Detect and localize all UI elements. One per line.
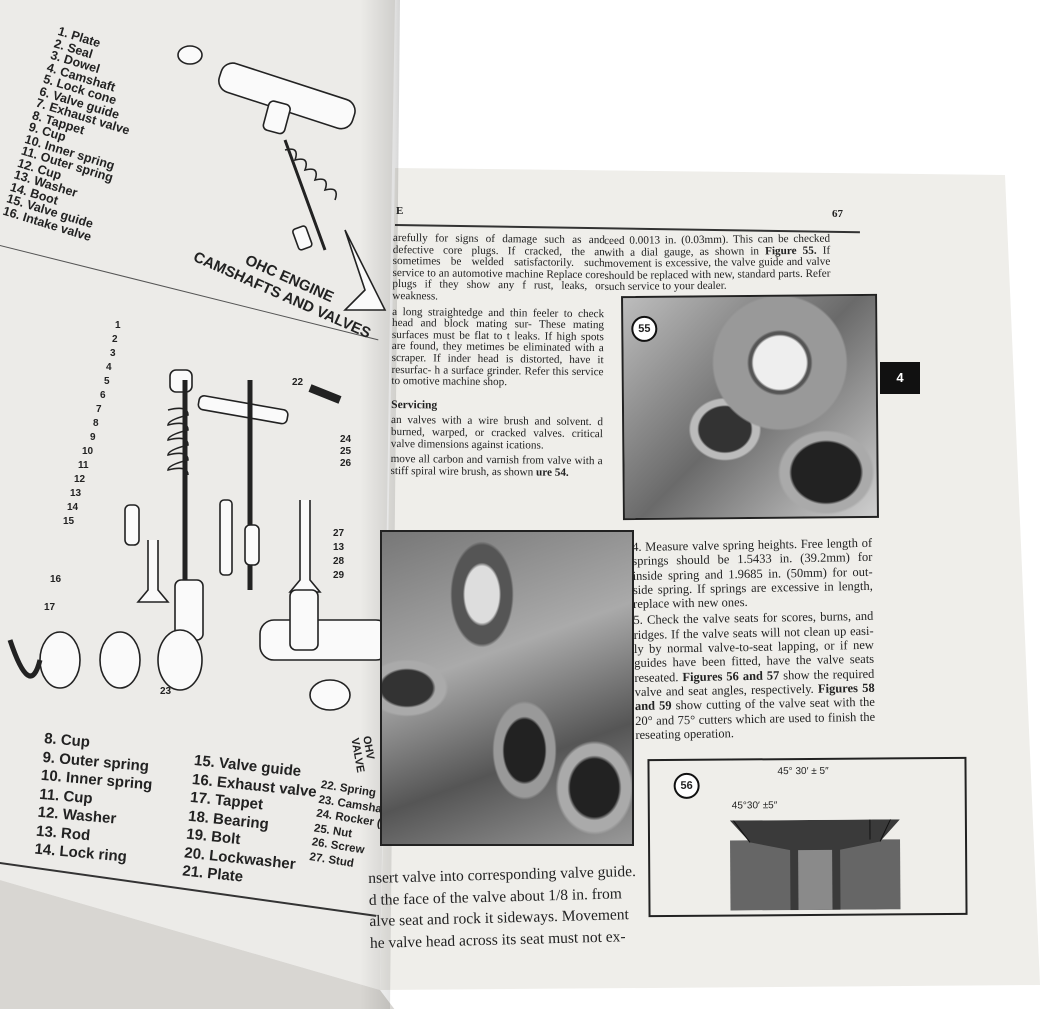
text-column-left: arefully for signs of damage such as and… [390, 232, 605, 479]
callout: 13 [70, 488, 82, 499]
figure-54-photo [380, 530, 634, 846]
callout: 13 [333, 542, 345, 553]
figure-56-diagram: 56 45° 30′ ± 5″ 45°30′ ±5″ [647, 756, 968, 918]
callout: 12 [74, 474, 86, 485]
callout: 1 [115, 320, 121, 331]
paragraph: an valves with a wire brush and solvent.… [390, 414, 604, 452]
text-column-right: ceed 0.0013 in. (0.03mm). This can be ch… [604, 233, 831, 294]
figure-number: 56 [673, 772, 700, 799]
figure-ref: ure 54. [535, 466, 569, 479]
callout: 23 [160, 686, 172, 697]
chapter-tab: 4 [880, 362, 920, 394]
callout: 10 [82, 446, 94, 457]
callout: 15 [63, 516, 75, 527]
callout: 26 [340, 458, 352, 469]
valve-seat-drawing [729, 819, 901, 911]
callout: 16 [50, 574, 62, 585]
callout: 24 [340, 434, 352, 445]
callout: 14 [67, 502, 79, 513]
callout: 5 [104, 376, 110, 387]
angle-label: 45°30′ ±5″ [731, 800, 778, 812]
steps-text: 4. Measure valve spring heights. Free le… [632, 536, 875, 742]
callout: 29 [333, 570, 345, 581]
callout: 9 [90, 432, 96, 443]
figure-ref: Figures 56 and 57 [682, 668, 780, 684]
page-number: 67 [832, 208, 843, 220]
callout: 22 [292, 377, 304, 388]
angle-label: 45° 30′ ± 5″ [777, 765, 829, 778]
text: move all carbon and varnish from valve w… [390, 453, 603, 479]
text: show cutting of the valve seat with the … [635, 695, 876, 742]
camshaft-valve-diagram: 1 2 3 4 5 6 7 8 9 10 11 12 13 14 15 16 1… [7, 45, 391, 711]
callout: 11 [78, 460, 89, 471]
figure-55-photo: 55 [621, 293, 879, 521]
callout: 4 [106, 362, 112, 373]
legend-bottom-col1: 8. Cup 9. Outer spring 10. Inner spring … [34, 730, 157, 869]
callout: 7 [96, 404, 102, 415]
paragraph: arefully for signs of damage such as and… [392, 232, 605, 303]
section-heading: Servicing [391, 398, 438, 412]
legend-bottom-col2: 15. Valve guide 16. Exhaust valve 17. Ta… [181, 752, 319, 894]
callout: 25 [340, 446, 352, 457]
paragraph: a long straightedge and thin feeler to c… [391, 305, 605, 389]
bottom-paragraph: nsert valve into corresponding valve gui… [368, 861, 638, 954]
callout: 28 [333, 556, 345, 567]
running-header: E [396, 205, 404, 217]
figure-number: 55 [631, 315, 658, 343]
callout: 27 [333, 528, 345, 539]
paragraph: move all carbon and varnish from valve w… [390, 453, 603, 479]
figure-ref: Figure 55. [765, 244, 817, 257]
callout: 8 [93, 418, 99, 429]
callout: 6 [100, 390, 106, 401]
callout: 3 [110, 348, 116, 359]
step-5: 5. Check the valve seats for scores, bur… [633, 609, 875, 742]
callout: 17 [44, 602, 56, 613]
step-4: 4. Measure valve spring heights. Free le… [632, 535, 873, 612]
callout: 2 [112, 334, 118, 345]
